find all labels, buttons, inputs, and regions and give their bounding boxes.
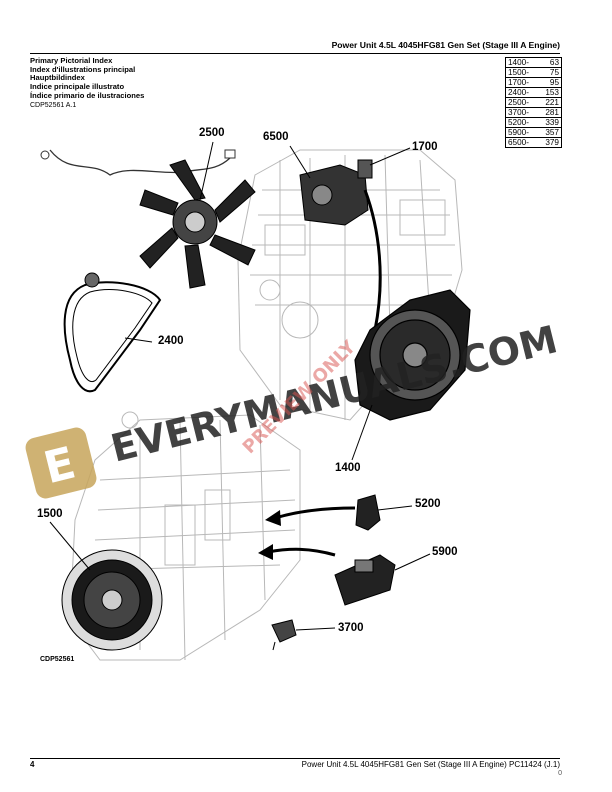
fan xyxy=(139,159,256,289)
index-title-fr: Index d'illustrations principal xyxy=(30,64,136,74)
turbo-assembly xyxy=(299,159,373,226)
flywheel-housing xyxy=(354,289,471,421)
leader-lines xyxy=(49,141,431,631)
illustration-code: CDP52561 xyxy=(40,656,75,663)
belt-tensioner xyxy=(84,272,100,288)
page-index-row: 6500-379 xyxy=(505,137,562,148)
index-title-es: Índice primario de ilustraciones xyxy=(30,90,145,100)
page-index-table: 1400-63 1500-75 1700-95 2400-153 2500-22… xyxy=(505,57,562,148)
header-rule xyxy=(30,53,560,54)
footer-code: 0 xyxy=(558,770,562,777)
belt xyxy=(63,281,162,393)
part-3700 xyxy=(271,619,297,651)
oil-line xyxy=(363,189,382,331)
crank-pulley xyxy=(61,549,163,651)
wiring-harness xyxy=(49,149,231,176)
index-title-en: Primary Pictorial Index xyxy=(30,56,113,65)
harness-plug xyxy=(224,149,236,159)
part-5200 xyxy=(355,494,381,531)
figure-id: CDP52561 A.1 xyxy=(30,102,77,109)
watermark: E EVERYMANUALS.COM PREVIEW ONLY xyxy=(25,317,562,499)
arrow-head-5200 xyxy=(265,510,281,526)
header-title: Power Unit 4.5L 4045HFG81 Gen Set (Stage… xyxy=(331,40,560,50)
callout-5900: 5900 xyxy=(432,546,458,558)
callout-5200: 5200 xyxy=(415,498,441,510)
footer-page-number: 4 xyxy=(30,760,35,769)
harness-connector xyxy=(40,150,50,160)
index-title-it: Indice principale illustrato xyxy=(30,82,125,92)
index-title-de: Hauptbildindex xyxy=(30,73,85,83)
index-titles: Primary Pictorial Index Index d'illustra… xyxy=(30,56,145,101)
footer-rule xyxy=(30,758,560,759)
pointer-arrows xyxy=(267,506,356,557)
part-5900 xyxy=(334,554,396,606)
callout-3700: 3700 xyxy=(338,622,364,634)
callout-2400: 2400 xyxy=(158,335,184,347)
group-number: 6500- xyxy=(505,137,536,148)
callout-1500: 1500 xyxy=(37,508,63,520)
callout-1400: 1400 xyxy=(335,462,361,474)
callout-1700: 1700 xyxy=(412,141,438,153)
footer-title: Power Unit 4.5L 4045HFG81 Gen Set (Stage… xyxy=(301,760,560,769)
arrow-head-5900 xyxy=(258,544,273,560)
callout-2500: 2500 xyxy=(199,127,225,139)
callout-6500: 6500 xyxy=(263,131,289,143)
page-number: 379 xyxy=(536,137,562,148)
